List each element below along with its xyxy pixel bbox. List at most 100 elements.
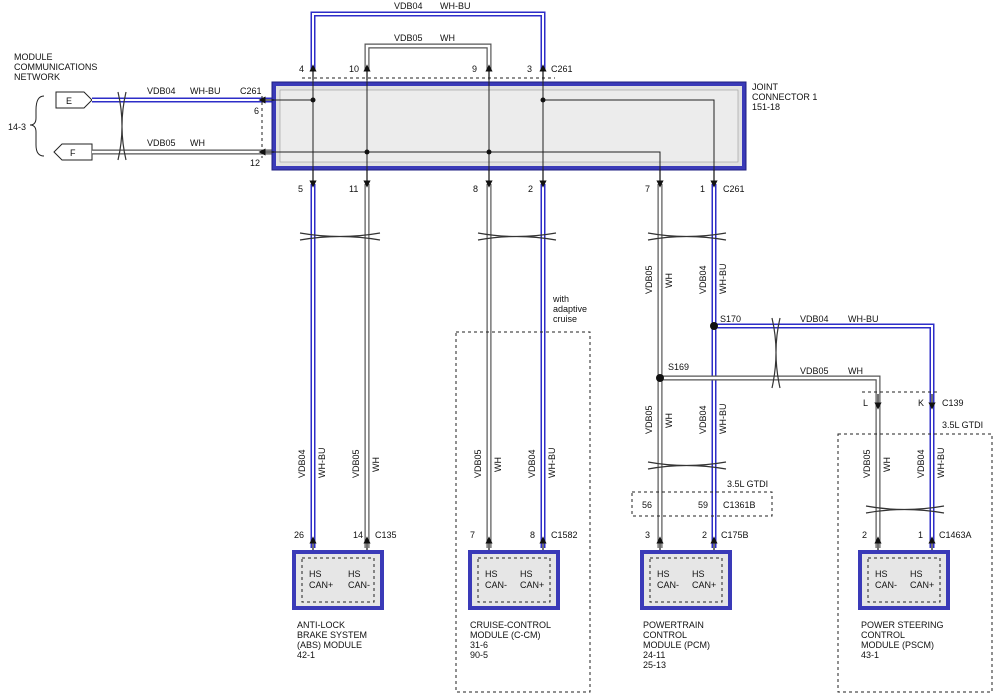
twist-icon [117,91,127,161]
pcm-connector: C175B [721,530,749,540]
pin-56: 56 [642,500,652,510]
label-e-whbu: WH-BU [190,86,221,96]
gtdi-note-pcm: 3.5L GTDI [727,479,768,489]
pscm-name-1: POWER STEERING [861,620,944,630]
pin-l: L [863,398,868,408]
abs-hs-a: HS [309,569,322,579]
pscm-pin-b: 1 [918,530,923,540]
pcm-hs-a: HS [657,569,670,579]
abs-name-1: ANTI-LOCK [297,620,345,630]
connector-e-label: E [66,96,72,106]
abs-connector: C135 [375,530,397,540]
pcm-name-5: 25-13 [643,660,666,670]
splice-s169-icon [656,374,664,382]
ccm-hs-a: HS [485,569,498,579]
v-pcm-top-vdb05: VDB05 [644,265,654,294]
v-abs-wh: WH [371,457,381,472]
ccm-can-minus: CAN- [485,580,507,590]
splice-s170-label: S170 [720,314,741,324]
adaptive-note-line-1: with [552,294,569,304]
v-abs-vdb04: VDB04 [297,449,307,478]
pin-8: 8 [473,184,478,194]
abs-name-2: BRAKE SYSTEM [297,630,367,640]
abs-pin-b: 14 [353,530,363,540]
v-ccm-wh: WH [493,457,503,472]
pcm-name-4: 24-11 [643,650,665,660]
ccm-pin-a: 7 [470,530,475,540]
pin-3: 3 [527,64,532,74]
v-pcm-bot-whbu: WH-BU [718,404,728,435]
joint-pin-labels: 4 10 9 3 C261 C261 6 12 5 11 8 2 7 1 C26… [240,64,745,194]
pcm-pin-b: 2 [702,530,707,540]
label-s169-vdb05: VDB05 [800,366,829,376]
pcm-name-2: CONTROL [643,630,687,640]
v-pcm-bot-vdb05: VDB05 [644,405,654,434]
connector-f-label: F [70,148,76,158]
c1361b-label: C1361B [723,500,756,510]
v-pcm-bot-vdb04: VDB04 [698,405,708,434]
pin-11: 11 [349,184,358,194]
joint-ref: 151-18 [752,102,780,112]
brace-icon [29,95,45,157]
v-pscm-vdb05: VDB05 [862,449,872,478]
v-pscm-whbu: WH-BU [936,448,946,479]
abs-hs-b: HS [348,569,361,579]
label-s169-wh: WH [848,366,863,376]
circuit-labels: VDB04 WH-BU VDB05 WH VDB04 WH-BU VDB05 W… [147,1,946,478]
network-page-ref: 14-3 [8,122,26,132]
pscm-name-3: MODULE (PSCM) [861,640,934,650]
pscm-connector: C1463A [939,530,972,540]
connector-f-icon [53,143,93,161]
pcm-hs-b: HS [692,569,705,579]
label-top-whbu: WH-BU [440,1,471,11]
splice-s170-icon [710,322,718,330]
joint-title-line-2: CONNECTOR 1 [752,92,817,102]
ccm-hs-b: HS [520,569,533,579]
pin-10: 10 [349,64,359,74]
inline-connectors: 3.5L GTDI 56 59 C1361B L K C139 [631,391,964,517]
network-title-line-1: MODULE [14,52,53,62]
v-pscm-wh: WH [882,457,892,472]
label-top-vdb04: VDB04 [394,1,423,11]
network-block: MODULE COMMUNICATIONS NETWORK 14-3 E F [8,52,97,161]
adaptive-note-line-2: adaptive [553,304,587,314]
joint-title-line-1: JOINT [752,82,779,92]
v-ccm-vdb04: VDB04 [527,449,537,478]
pscm-can-plus: CAN+ [910,580,934,590]
pin-4: 4 [299,64,304,74]
module-pscm: 2 1 C1463A HS CAN- HS CAN+ POWER STEERIN… [858,530,972,660]
label-f-wh: WH [190,138,205,148]
splices: S170 S169 [656,314,741,382]
v-pcm-top-wh: WH [664,273,674,288]
pscm-name-4: 43-1 [861,650,879,660]
wire-s169-vdb05 [660,375,881,548]
module-abs: 26 14 C135 HS CAN+ HS CAN- ANTI-LOCK BRA… [292,530,397,660]
pscm-name-2: CONTROL [861,630,905,640]
joint-connector-1: JOINT CONNECTOR 1 151-18 [258,64,817,188]
abs-can-plus: CAN+ [309,580,333,590]
v-ccm-whbu: WH-BU [547,448,557,479]
pcm-pin-a: 3 [645,530,650,540]
label-s170-vdb04: VDB04 [800,314,829,324]
wires [92,11,945,548]
pin-6: 6 [254,106,259,116]
v-abs-vdb05: VDB05 [351,449,361,478]
gtdi-note-pscm: 3.5L GTDI [942,420,983,430]
abs-name-4: 42-1 [297,650,315,660]
joint-left-connector-label: C261 [240,86,262,96]
pin-9: 9 [472,64,477,74]
pscm-pin-a: 2 [862,530,867,540]
label-f-vdb05: VDB05 [147,138,176,148]
adaptive-cruise-box [455,331,591,693]
pcm-name-3: MODULE (PCM) [643,640,710,650]
label-top-vdb05: VDB05 [394,33,423,43]
gtdi-box-pscm [837,433,993,693]
splice-s169-label: S169 [668,362,689,372]
label-s170-whbu: WH-BU [848,314,879,324]
pin-5: 5 [298,184,303,194]
v-pcm-bot-wh: WH [664,413,674,428]
abs-pin-a: 26 [294,530,304,540]
wire-top-vdb05 [364,43,492,70]
network-title-line-2: COMMUNICATIONS [14,62,97,72]
